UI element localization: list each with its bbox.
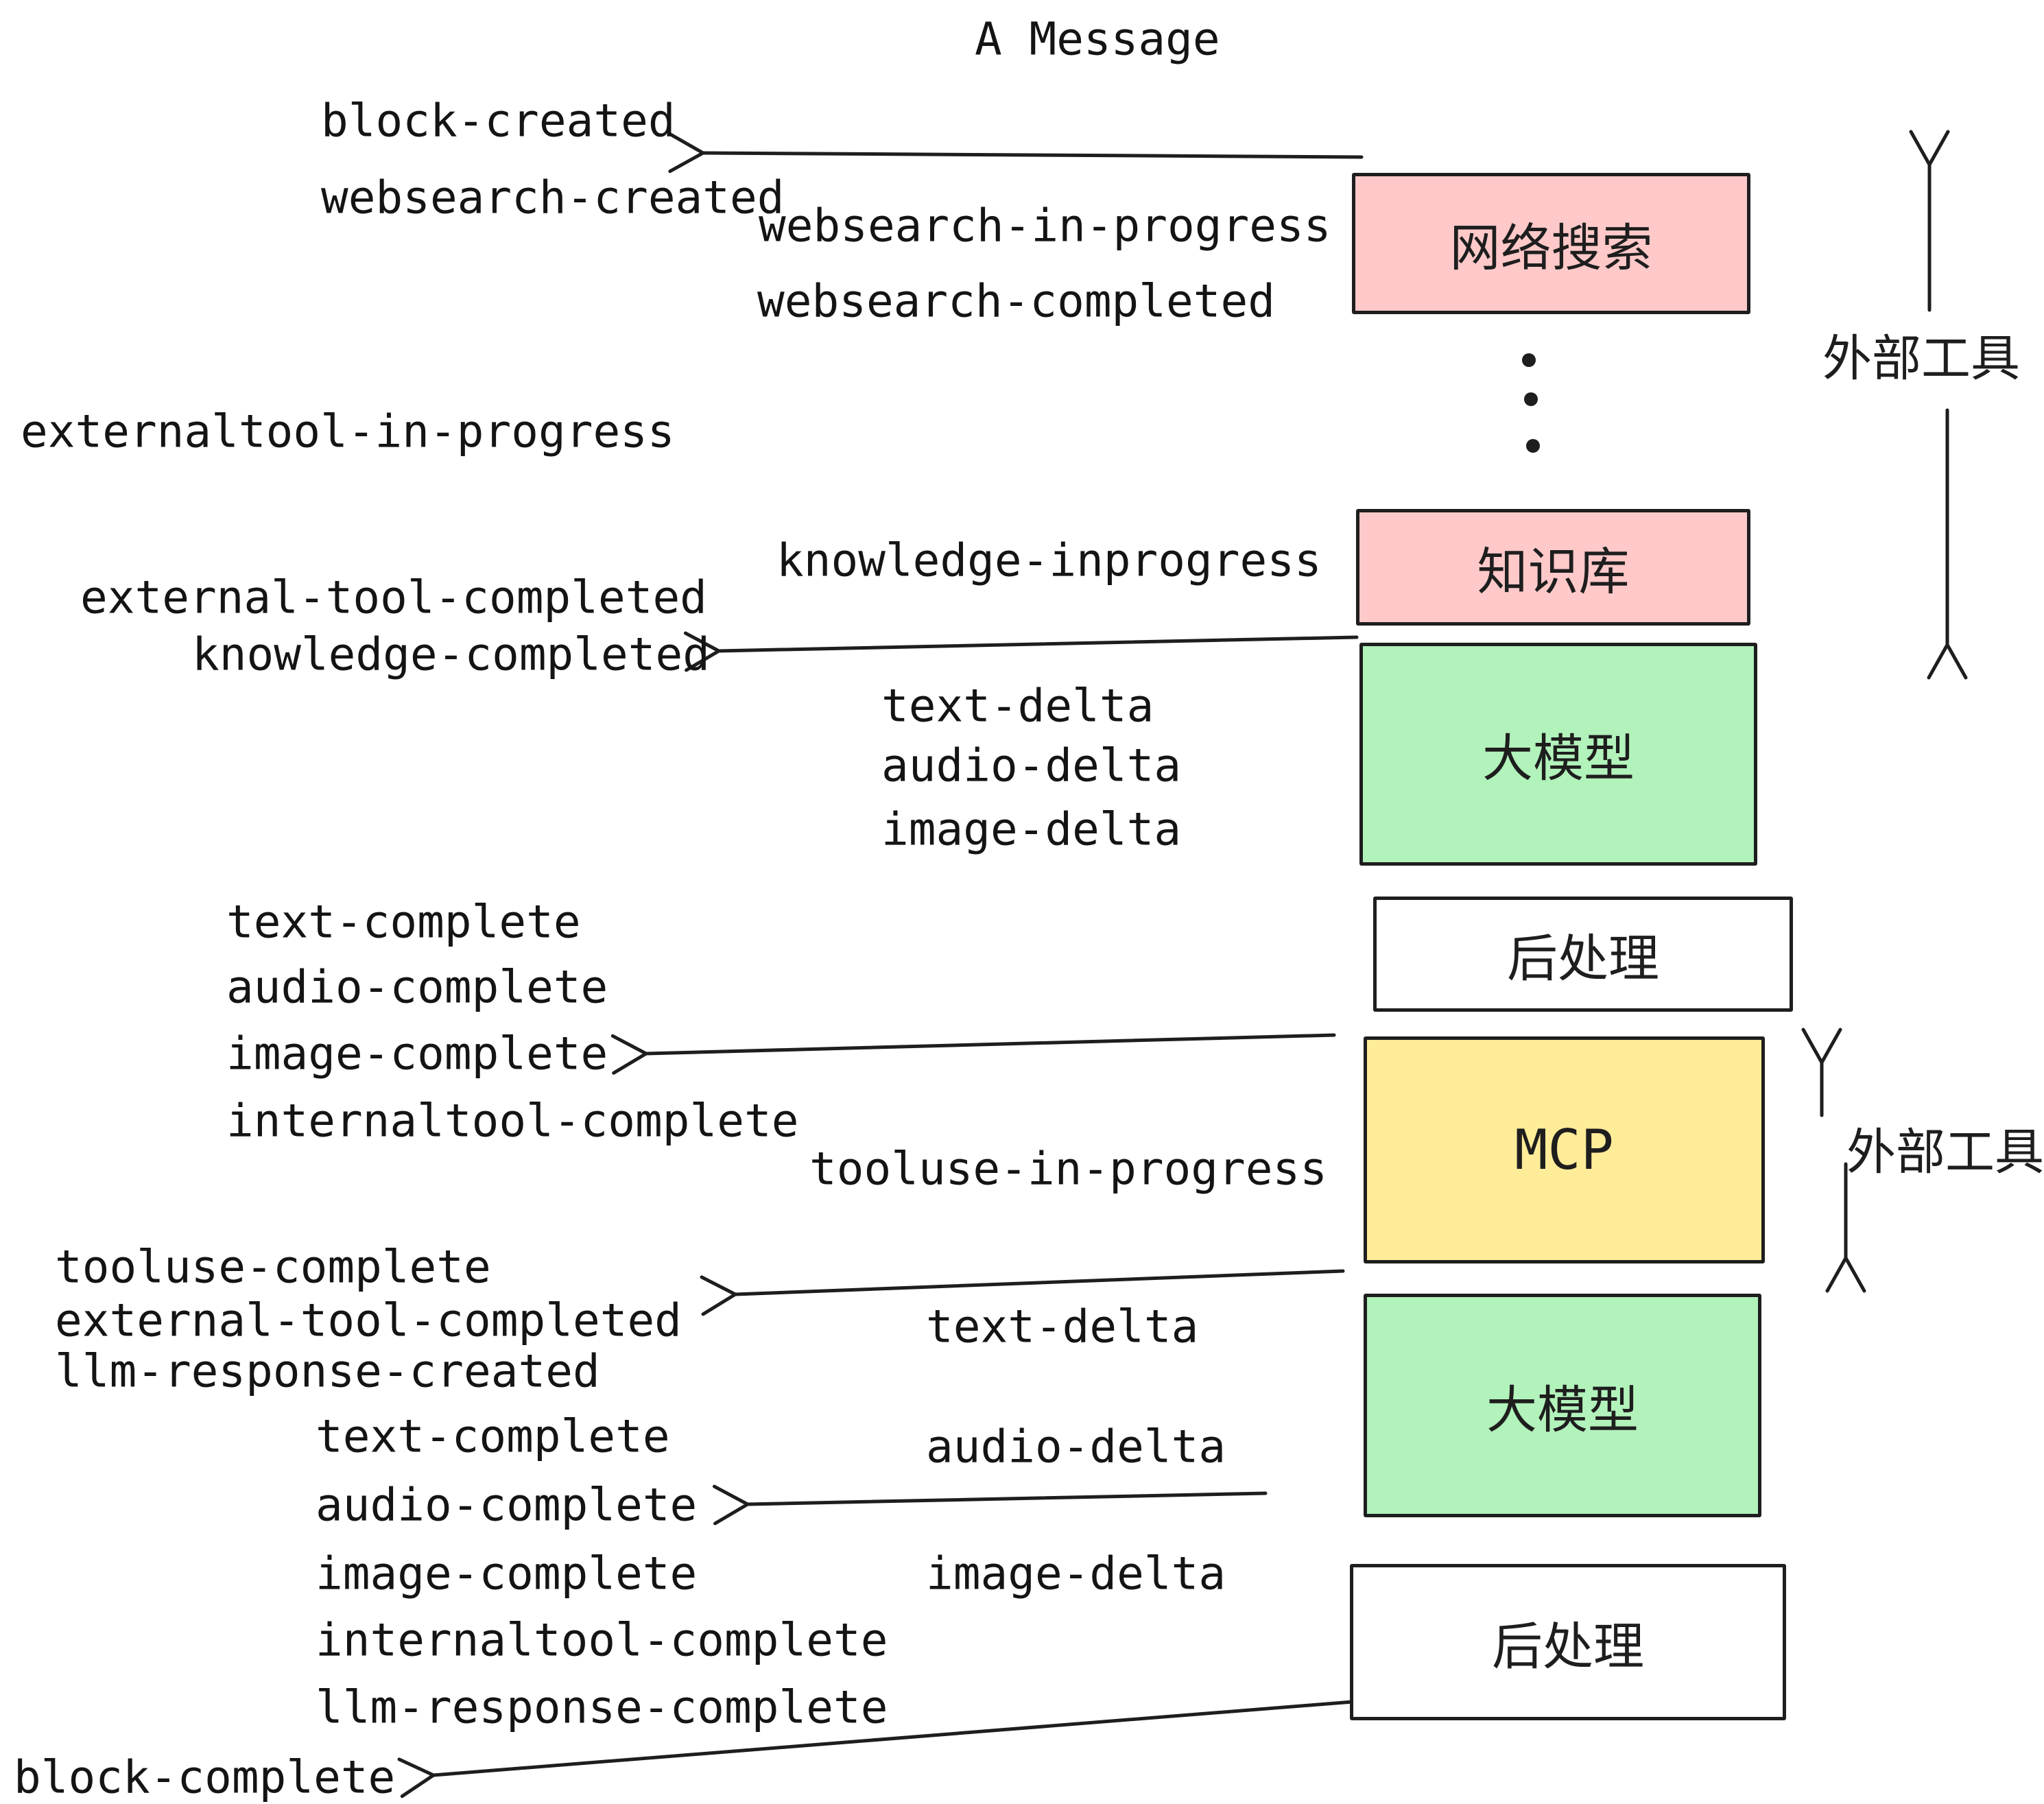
arrow-to-block-complete bbox=[397, 1700, 1355, 1799]
ellipsis-dot bbox=[1522, 353, 1536, 367]
box-llm-2: 大模型 bbox=[1364, 1294, 1761, 1517]
event-label-audio-complete-2: audio-complete bbox=[316, 1478, 698, 1532]
diagram-title: A Message bbox=[975, 12, 1220, 66]
event-label-externaltool-in-progress: externaltool-in-progress bbox=[21, 405, 675, 458]
event-label-text-complete-2: text-complete bbox=[316, 1410, 670, 1463]
event-label-text-complete-1: text-complete bbox=[226, 895, 581, 949]
event-label-internaltool-complete-2: internaltool-complete bbox=[316, 1613, 888, 1667]
arrow-to-block-created bbox=[668, 132, 1364, 174]
event-label-knowledge-completed: knowledge-completed bbox=[192, 628, 710, 681]
box-knowledge: 知识库 bbox=[1356, 509, 1750, 626]
external-tools-label-top: 外部工具 bbox=[1822, 329, 2021, 388]
event-label-audio-complete-1: audio-complete bbox=[226, 960, 608, 1014]
event-label-image-delta-2: image-delta bbox=[926, 1547, 1226, 1600]
event-label-websearch-completed: websearch-completed bbox=[757, 274, 1275, 328]
box-llm-1: 大模型 bbox=[1359, 643, 1757, 866]
event-label-image-complete-2: image-complete bbox=[316, 1547, 698, 1600]
ellipsis-dot bbox=[1526, 439, 1540, 453]
event-label-block-created: block-created bbox=[321, 94, 676, 147]
event-label-llm-response-created: llm-response-created bbox=[55, 1344, 600, 1398]
event-label-websearch-created: websearch-created bbox=[321, 171, 785, 224]
event-label-text-delta-1: text-delta bbox=[881, 679, 1154, 733]
arrow-to-audio-complete bbox=[712, 1484, 1268, 1526]
event-label-audio-delta-2: audio-delta bbox=[926, 1420, 1226, 1473]
event-label-websearch-in-progress: websearch-in-progress bbox=[759, 199, 1331, 252]
box-websearch: 网络搜索 bbox=[1352, 173, 1750, 314]
event-label-tooluse-in-progress: tooluse-in-progress bbox=[809, 1142, 1327, 1196]
external-tools-label-mcp: 外部工具 bbox=[1846, 1123, 2044, 1181]
event-label-external-tool-completed-1: external-tool-completed bbox=[80, 571, 707, 624]
event-label-tooluse-complete: tooluse-complete bbox=[55, 1240, 491, 1294]
event-label-knowledge-inprogress: knowledge-inprogress bbox=[776, 534, 1322, 587]
event-label-block-complete: block-complete bbox=[14, 1750, 396, 1804]
box-mcp: MCP bbox=[1364, 1036, 1765, 1263]
ellipsis-dot bbox=[1524, 392, 1538, 406]
event-label-internaltool-complete-1: internaltool-complete bbox=[226, 1094, 799, 1148]
arrow-to-image-complete bbox=[610, 1033, 1336, 1075]
box-postprocess-2: 后处理 bbox=[1350, 1564, 1786, 1720]
event-label-text-delta-2: text-delta bbox=[926, 1300, 1199, 1353]
event-label-external-tool-completed-2: external-tool-completed bbox=[55, 1294, 682, 1347]
event-label-llm-response-complete: llm-response-complete bbox=[316, 1681, 888, 1734]
event-label-image-delta-1: image-delta bbox=[881, 803, 1182, 856]
box-postprocess-1: 后处理 bbox=[1373, 897, 1793, 1012]
event-label-audio-delta-1: audio-delta bbox=[881, 739, 1182, 792]
arrow-to-knowledge-completed bbox=[683, 631, 1359, 672]
event-label-image-complete-1: image-complete bbox=[226, 1027, 608, 1080]
arrow-to-tooluse-complete bbox=[700, 1269, 1345, 1316]
